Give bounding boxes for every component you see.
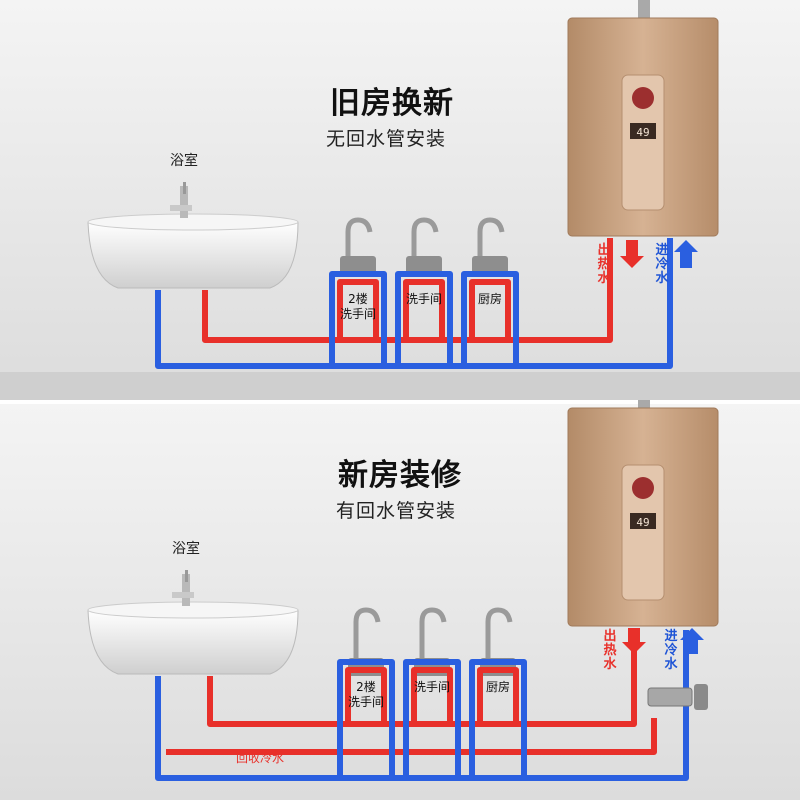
tap-2 xyxy=(406,217,442,274)
tap-label-1: 2楼 洗手间 xyxy=(334,292,382,322)
panel-new-house: 49 新房装修 xyxy=(0,400,800,800)
tap-label-2: 洗手间 xyxy=(410,680,454,695)
cold-pipe-network xyxy=(155,238,673,369)
basin-faucet xyxy=(170,182,192,218)
panel-divider xyxy=(0,400,800,404)
cold-in-label: 进冷水 xyxy=(664,629,678,672)
tap-label-1-line2: 洗手间 xyxy=(339,307,376,321)
tap-label-2: 洗手间 xyxy=(402,292,446,307)
tap-label-1-line1: 2楼 xyxy=(348,292,368,306)
hot-out-arrow-icon xyxy=(622,628,646,654)
bathroom-label: 浴室 xyxy=(172,541,200,557)
bathroom-label: 浴室 xyxy=(170,153,198,169)
hot-out-label: 出热水 xyxy=(603,629,617,672)
return-pipe xyxy=(166,718,657,755)
panel-old-house-graphic: 49 xyxy=(0,0,800,400)
heater-display: 49 xyxy=(636,516,649,529)
heater-display: 49 xyxy=(636,126,649,139)
panel-subtitle: 有回水管安装 xyxy=(336,500,457,522)
panel-title: 旧房换新 xyxy=(330,86,454,121)
basin xyxy=(87,601,299,675)
tap-3 xyxy=(472,217,508,274)
panel-old-house: 49 旧房换新 无回水管安装 浴室 2楼 洗手间 xyxy=(0,0,800,400)
heater-logo-icon xyxy=(632,87,654,109)
hot-pipe-network xyxy=(202,238,613,343)
panel-subtitle: 无回水管安装 xyxy=(326,128,447,150)
tap-label-3: 厨房 xyxy=(470,292,510,307)
circulation-valve xyxy=(647,684,708,710)
recycle-cold-water-label: 回收冷水 xyxy=(236,751,285,765)
panel-title: 新房装修 xyxy=(338,458,462,493)
tap-label-1-line1: 2楼 xyxy=(356,680,376,694)
tap-label-3: 厨房 xyxy=(478,680,518,695)
tap-label-3-line1: 厨房 xyxy=(477,292,502,306)
tap-label-1-line2: 洗手间 xyxy=(347,695,384,709)
hot-out-arrow-icon xyxy=(620,240,644,268)
water-heater xyxy=(567,0,719,237)
hot-out-label: 出热水 xyxy=(597,243,611,286)
water-heater xyxy=(567,400,719,627)
cold-in-arrow-icon xyxy=(680,628,704,654)
heater-logo-icon xyxy=(632,477,654,499)
panel-new-house-graphic: 49 xyxy=(0,400,800,800)
hot-pipe-network xyxy=(166,630,657,755)
tap-label-3-line1: 厨房 xyxy=(485,680,510,694)
floor xyxy=(0,372,800,400)
tap-1 xyxy=(340,217,376,274)
cold-in-label: 进冷水 xyxy=(655,243,669,286)
tap-label-2-line1: 洗手间 xyxy=(405,292,442,306)
cold-in-arrow-icon xyxy=(674,240,698,268)
tap-label-1: 2楼 洗手间 xyxy=(342,680,390,710)
tap-label-2-line1: 洗手间 xyxy=(413,680,450,694)
basin xyxy=(87,213,299,289)
basin-faucet xyxy=(172,570,194,606)
